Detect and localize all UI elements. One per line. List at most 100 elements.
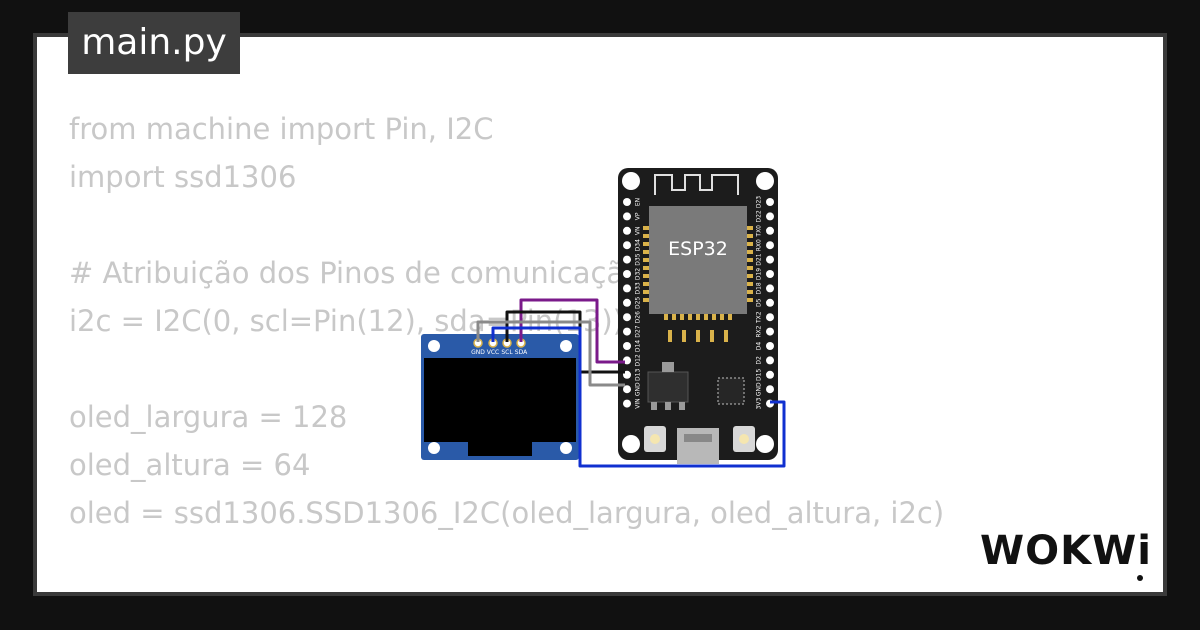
module-pad — [672, 314, 676, 320]
module-pad — [643, 242, 649, 246]
esp32-pin-label: D13 — [635, 368, 642, 380]
code-line: oled = ssd1306.SSD1306_I2C(oled_largura,… — [69, 496, 945, 530]
module-pad — [643, 250, 649, 254]
esp32-pin-hole[interactable] — [766, 385, 774, 394]
regulator-tab — [662, 362, 674, 372]
module-pads — [643, 226, 753, 342]
wire-sda-d12-purple — [519, 298, 625, 364]
wokwi-logo-text: WOKWi — [980, 528, 1152, 574]
esp32-right-pin-row: D23D22TX0RX0D21D19D18D5TX2RX2D4D2D15GND3… — [756, 196, 774, 409]
module-pad — [747, 234, 753, 238]
wire-gnd-gray — [476, 320, 625, 387]
esp32-pin-label: D5 — [756, 298, 763, 307]
code-line: import ssd1306 — [69, 160, 297, 194]
esp32-pin-hole[interactable] — [623, 241, 631, 250]
esp32-pin-hole[interactable] — [766, 342, 774, 350]
usb-connector — [677, 428, 719, 464]
mount-hole — [560, 442, 572, 454]
wokwi-logo: WOKWi — [980, 528, 1152, 581]
code-line: oled_altura = 64 — [69, 448, 311, 482]
file-tab-main-py[interactable]: main.py — [68, 12, 240, 74]
esp32-chip-label: ESP32 — [668, 238, 728, 260]
esp32-pin-label: GND — [756, 382, 763, 396]
esp32-pin-label: VN — [635, 227, 642, 236]
esp32-pin-label: EN — [635, 198, 642, 206]
oled-pin-label: GND — [471, 349, 485, 356]
esp32-pin-label: D25 — [635, 296, 642, 308]
esp32-pin-hole[interactable] — [623, 342, 631, 350]
esp32-pin-hole[interactable] — [766, 356, 774, 365]
esp32-pin-hole[interactable] — [766, 226, 774, 235]
smd-pad — [668, 330, 672, 342]
smd-pad — [682, 330, 686, 342]
usb-uart-chip — [717, 377, 745, 405]
antenna-trace — [654, 174, 739, 195]
wires — [476, 298, 786, 468]
esp32-pin-label: RX0 — [756, 239, 763, 251]
code-line: oled_largura = 128 — [69, 400, 348, 434]
esp32-pin-label: D26 — [635, 311, 642, 323]
module-pad — [747, 266, 753, 270]
regulator-pin — [665, 402, 671, 410]
esp32-pin-hole[interactable] — [766, 212, 774, 221]
mount-hole — [622, 435, 640, 453]
esp32-pin-hole[interactable] — [623, 212, 631, 221]
esp32-pin-hole[interactable] — [623, 385, 631, 394]
code-line: from machine import Pin, I2C — [69, 112, 494, 146]
esp32-pin-hole[interactable] — [623, 270, 631, 278]
esp32-pin-hole[interactable] — [623, 298, 631, 307]
module-pad — [643, 290, 649, 294]
en-button-cap — [650, 434, 660, 444]
esp32-pin-label: RX2 — [756, 325, 763, 337]
module-pad — [664, 314, 668, 320]
oled-ribbon — [468, 442, 532, 456]
mount-hole — [756, 435, 774, 453]
regulator-pin — [651, 402, 657, 410]
boot-button-cap — [739, 434, 749, 444]
esp32-pin-hole[interactable] — [766, 298, 774, 307]
mount-hole — [560, 340, 572, 352]
esp32-pin-label: D34 — [635, 239, 642, 251]
module-pad — [712, 314, 716, 320]
logo-dot — [1137, 575, 1143, 581]
esp32-pin-hole[interactable] — [623, 198, 631, 206]
esp32-pin-hole[interactable] — [766, 270, 774, 278]
esp32-pin-hole[interactable] — [623, 255, 631, 264]
mount-hole — [622, 172, 640, 190]
oled-pin-label: VCC — [487, 349, 499, 356]
esp32-pin-hole[interactable] — [766, 198, 774, 206]
esp32-pin-label: D14 — [635, 340, 642, 352]
esp32-pin-hole[interactable] — [766, 241, 774, 250]
module-pad — [728, 314, 732, 320]
module-pad — [747, 242, 753, 246]
esp32-pin-label: D35 — [635, 253, 642, 265]
esp32-board[interactable]: ESP32 ENVPVND34D35D32D33D25D26D27D14D12D… — [618, 168, 778, 464]
esp32-pin-hole[interactable] — [766, 327, 774, 336]
esp32-pin-hole[interactable] — [766, 255, 774, 264]
wire-vcc-3v3-blue — [491, 326, 786, 468]
voltage-regulator — [647, 371, 689, 403]
esp32-pin-hole[interactable] — [623, 284, 631, 293]
esp32-pin-hole[interactable] — [623, 399, 631, 408]
esp32-pin-hole[interactable] — [766, 313, 774, 322]
usb-port — [684, 434, 712, 442]
module-pad — [747, 282, 753, 286]
esp32-pin-hole[interactable] — [623, 226, 631, 235]
esp32-pin-hole[interactable] — [623, 327, 631, 336]
esp32-pin-label: D2 — [756, 356, 763, 365]
editor-panel: from machine import Pin, I2C import ssd13… — [37, 37, 1163, 592]
module-pad — [747, 274, 753, 278]
module-pad — [747, 298, 753, 302]
esp32-pin-hole[interactable] — [623, 313, 631, 322]
esp32-pin-label: D21 — [756, 253, 763, 265]
esp32-pin-hole[interactable] — [766, 370, 774, 379]
oled-screen — [424, 358, 576, 442]
esp32-pin-label: D23 — [756, 196, 763, 208]
mount-hole — [428, 442, 440, 454]
esp32-pin-hole[interactable] — [766, 284, 774, 293]
code-editor[interactable]: from machine import Pin, I2C import ssd13… — [69, 105, 944, 592]
oled-pin-label: SCL — [501, 349, 513, 356]
module-pad — [643, 258, 649, 262]
